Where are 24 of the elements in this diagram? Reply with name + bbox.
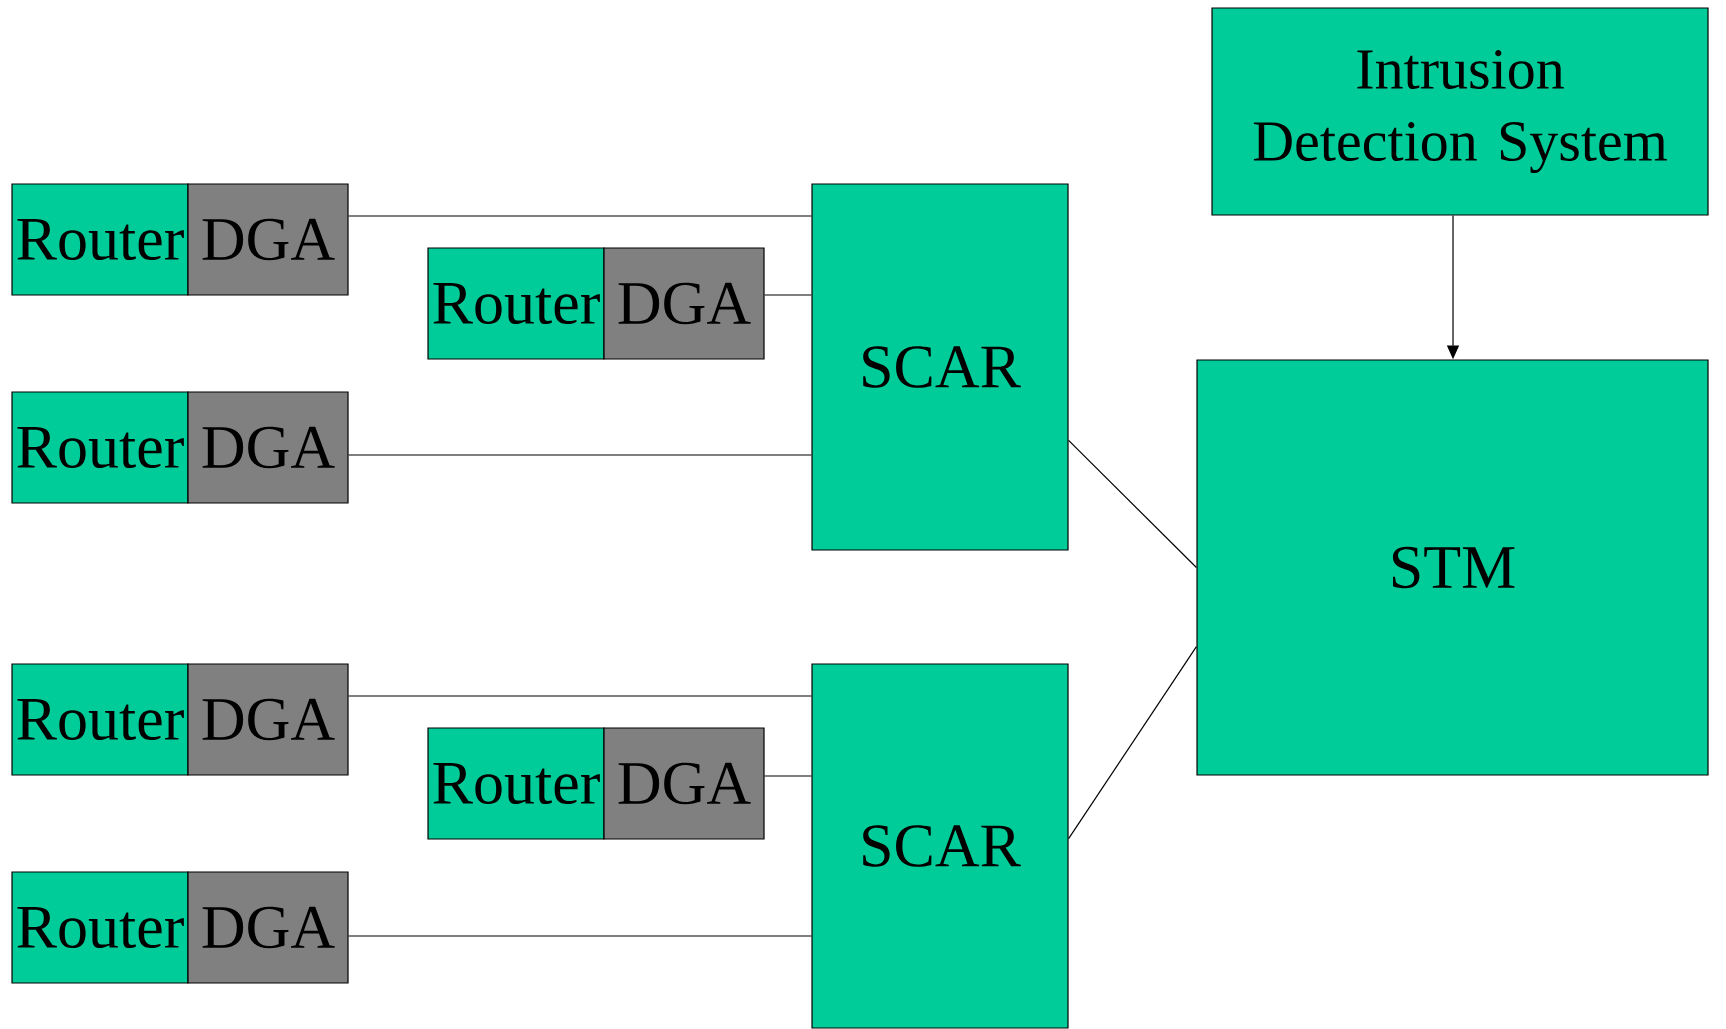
router-box: Router [11,663,189,776]
connector-line [348,215,812,217]
dga-box: DGA [187,183,349,296]
connector-line [1068,439,1197,569]
dga-box: DGA [187,871,349,984]
dga-box: DGA [603,247,765,360]
dga-box: DGA [187,663,349,776]
connector-line [348,935,812,937]
connector-line [348,454,812,456]
scar-box: SCAR [811,663,1069,1029]
dga-box: DGA [187,391,349,504]
system-box: Intrusion Detection System [1211,7,1709,216]
dga-box: DGA [603,727,765,840]
connector-line [348,695,812,697]
connector-line [1068,646,1197,840]
scar-box: SCAR [811,183,1069,551]
stm-box: STM [1196,359,1709,776]
router-box: Router [11,391,189,504]
connector-line [764,775,812,777]
router-box: Router [427,247,605,360]
router-box: Router [11,871,189,984]
router-box: Router [427,727,605,840]
router-box: Router [11,183,189,296]
connector-line [764,294,812,296]
